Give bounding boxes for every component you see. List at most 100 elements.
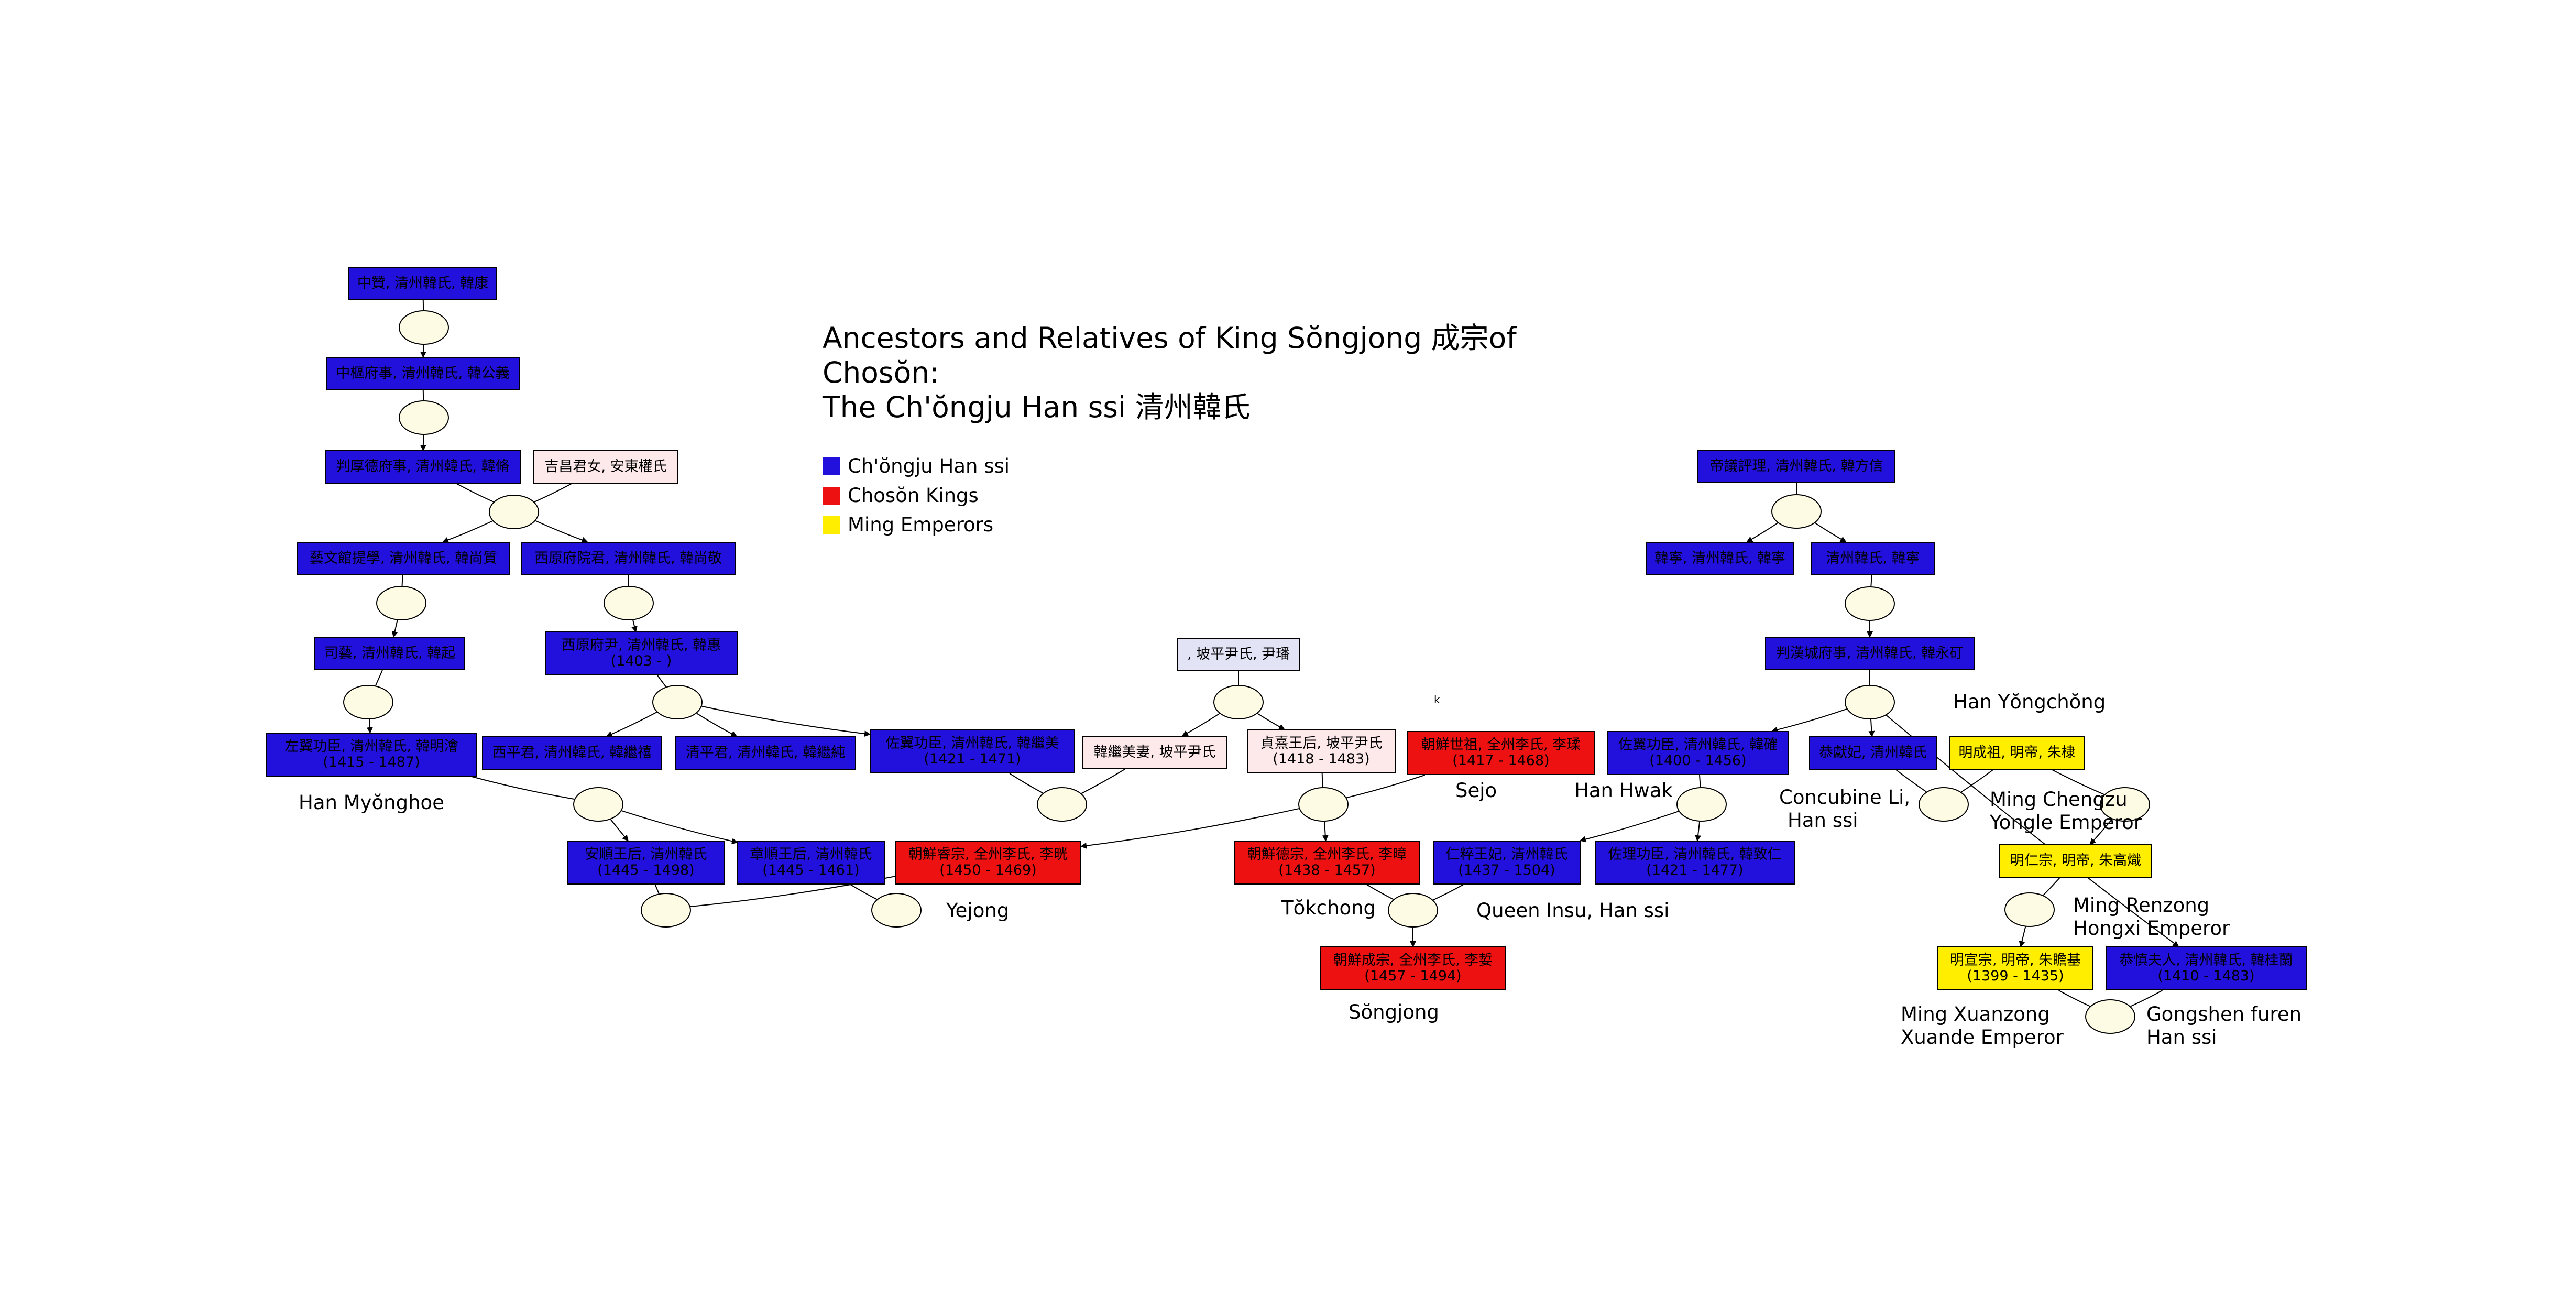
legend-label: Ch'ŏngju Han ssi <box>848 455 1010 477</box>
connector-line <box>1081 769 1125 794</box>
person-box[interactable]: 明宣宗, 明帝, 朱瞻基(1399 - 1435) <box>1937 946 2093 990</box>
person-box[interactable]: 西原府尹, 清州韓氏, 韓惠(1403 - ) <box>545 631 738 675</box>
person-box[interactable]: 恭獻妃, 清州韓氏 <box>1809 736 1937 770</box>
person-box[interactable]: 吉昌君女, 安東權氏 <box>533 450 678 484</box>
connector-line <box>366 719 373 734</box>
legend-label: Ming Emperors <box>848 514 994 536</box>
family-node <box>399 310 449 345</box>
legend-item-ming-emperors: Ming Emperors <box>823 514 993 536</box>
legend-swatch-yellow <box>823 516 840 534</box>
connector-line <box>456 483 494 503</box>
family-node <box>1845 685 1895 719</box>
label-yejong: Yejong <box>946 899 1010 922</box>
legend-item-han-ssi: Ch'ŏngju Han ssi <box>823 455 1010 477</box>
connector-line <box>1181 713 1220 736</box>
connector-line <box>2058 990 2090 1007</box>
person-box[interactable]: 朝鮮德宗, 全州李氏, 李暲(1438 - 1457) <box>1234 841 1420 885</box>
connector-line <box>2019 926 2026 947</box>
person-box[interactable]: 判厚德府事, 清州韓氏, 韓脩 <box>325 450 521 484</box>
person-box[interactable]: 朝鮮成宗, 全州李氏, 李娎(1457 - 1494) <box>1320 946 1506 990</box>
connector-line <box>1257 713 1286 730</box>
person-box[interactable]: 明成祖, 明帝, 朱棣 <box>1949 736 2085 770</box>
person-box[interactable]: 恭慎夫人, 清州韓氏, 韓桂蘭(1410 - 1483) <box>2106 946 2307 990</box>
connector-line <box>1815 522 1847 542</box>
family-node <box>1388 893 1438 928</box>
title-line-2: Chosŏn: <box>823 356 939 389</box>
family-node <box>2100 787 2150 822</box>
connector-line <box>1771 708 1847 733</box>
family-node <box>2004 892 2055 927</box>
connector-line <box>1895 769 1927 792</box>
person-box[interactable]: 佐理功臣, 清州韓氏, 韓致仁(1421 - 1477) <box>1595 841 1795 885</box>
connector-line <box>1009 773 1044 794</box>
label-han-myonghoe: Han Myŏnghoe <box>299 791 444 814</box>
person-box[interactable]: , 坡平尹氏, 尹璠 <box>1177 638 1300 671</box>
label-concubine-li: Concubine Li, Han ssi <box>1779 786 1911 832</box>
connector-line <box>850 884 878 900</box>
connector-line <box>2089 819 2113 845</box>
person-box[interactable]: 中樞府事, 清州韓氏, 韓公義 <box>326 357 520 390</box>
person-box[interactable]: 朝鮮睿宗, 全州李氏, 李晄(1450 - 1469) <box>895 841 1081 885</box>
legend-swatch-blue <box>823 457 840 475</box>
family-node <box>2085 999 2135 1034</box>
person-box[interactable]: 左翼功臣, 清州韓氏, 韓明澮(1415 - 1487) <box>266 733 477 777</box>
family-node <box>1771 494 1822 529</box>
person-box[interactable]: 西原府院君, 清州韓氏, 韓尚敬 <box>521 542 736 575</box>
connector-line <box>1366 884 1394 900</box>
label-ming-xuanzong: Ming Xuanzong Xuande Emperor <box>1901 1003 2064 1049</box>
title-line-3: The Ch'ŏngju Han ssi 清州韓氏 <box>823 390 1251 424</box>
family-node <box>489 495 539 529</box>
label-ming-renzong: Ming Renzong Hongxi Emperor <box>2073 894 2230 940</box>
person-box[interactable]: 佐翼功臣, 清州韓氏, 韓確(1400 - 1456) <box>1607 731 1789 775</box>
connector-line <box>1080 808 1299 849</box>
connector-line <box>391 620 398 638</box>
person-box[interactable]: 清平君, 清州韓氏, 韓繼純 <box>675 736 856 770</box>
connector-line <box>701 705 871 737</box>
connector-line <box>442 520 493 543</box>
person-box[interactable]: 清州韓氏, 韓寧 <box>1811 542 1935 575</box>
person-box[interactable]: 藝文館提學, 清州韓氏, 韓尚質 <box>297 542 510 575</box>
legend-item-choson-kings: Chosŏn Kings <box>823 484 979 507</box>
person-box[interactable]: 安順王后, 清州韓氏(1445 - 1498) <box>567 841 725 885</box>
person-box[interactable]: 韓寧, 清州韓氏, 韓寧 <box>1646 542 1794 575</box>
connector-line <box>1321 773 1323 788</box>
connector-line <box>1746 522 1778 542</box>
connector-line <box>1961 769 1993 793</box>
person-box[interactable]: 朝鮮世祖, 全州李氏, 李瑈(1417 - 1468) <box>1407 731 1595 775</box>
family-node <box>573 787 623 822</box>
connector-line <box>401 575 403 586</box>
family-node <box>1037 787 1087 822</box>
person-box[interactable]: 仁粹王妃, 清州韓氏(1437 - 1504) <box>1433 841 1581 885</box>
connector-line <box>606 712 657 737</box>
person-box[interactable]: 佐翼功臣, 清州韓氏, 韓繼美(1421 - 1471) <box>870 729 1075 773</box>
person-box[interactable]: 中贊, 清州韓氏, 韓康 <box>348 267 497 300</box>
connector-line <box>1322 821 1329 842</box>
family-node <box>1919 787 1969 822</box>
family-node <box>1845 586 1895 621</box>
connector-line <box>696 713 738 737</box>
person-box[interactable]: 明仁宗, 明帝, 朱高熾 <box>1999 844 2152 878</box>
connector-line <box>420 344 426 358</box>
person-box[interactable]: 韓繼美妻, 坡平尹氏 <box>1082 736 1227 769</box>
person-box[interactable]: 判漢城府事, 清州韓氏, 韓永矴 <box>1765 637 1975 670</box>
connector-line <box>1433 884 1464 901</box>
connector-line <box>2130 990 2163 1007</box>
label-songjong: Sŏngjong <box>1349 1001 1439 1023</box>
legend-swatch-red <box>823 486 840 505</box>
connector-line <box>1695 821 1702 842</box>
person-box[interactable]: 帝議評理, 清州韓氏, 韓方信 <box>1697 450 1895 483</box>
connector-line <box>420 434 426 451</box>
person-box[interactable]: 章順王后, 清州韓氏(1445 - 1461) <box>737 841 885 885</box>
connector-line <box>2043 877 2060 896</box>
person-box[interactable]: 貞熹王后, 坡平尹氏(1418 - 1483) <box>1247 729 1396 773</box>
label-tokchong: Tŏkchong <box>1281 897 1376 919</box>
title-line-1: Ancestors and Relatives of King Sŏngjong… <box>823 321 1517 355</box>
family-node <box>604 586 654 620</box>
person-box[interactable]: 西平君, 清州韓氏, 韓繼禧 <box>482 736 662 770</box>
label-gongshen-furen: Gongshen furen Han ssi <box>2146 1003 2302 1049</box>
connector-line <box>472 776 575 800</box>
family-node <box>652 685 703 719</box>
person-box[interactable]: 司藝, 清州韓氏, 韓起 <box>314 637 465 670</box>
